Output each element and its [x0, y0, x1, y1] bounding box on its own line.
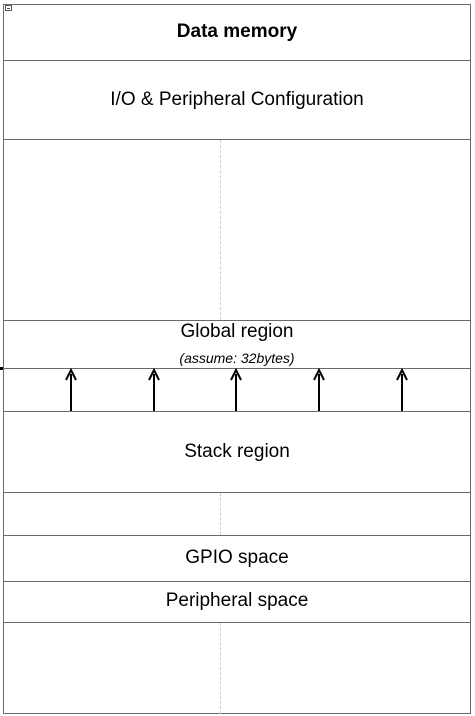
- divider-gpio-bottom: [3, 581, 471, 582]
- center-guide-lower: [220, 623, 221, 714]
- divider-free-space-top: [3, 320, 471, 321]
- up-arrow-icon: [65, 367, 77, 411]
- up-arrow-icon: [313, 367, 325, 411]
- diagram-title: Data memory: [176, 21, 298, 42]
- center-guide-middle: [220, 493, 221, 535]
- global-region-note: (assume: 32bytes): [179, 350, 295, 366]
- up-arrow-icon: [230, 367, 242, 411]
- stack-region-label: Stack region: [184, 441, 290, 462]
- peripheral-space-label: Peripheral space: [165, 590, 309, 611]
- divider-io-config: [3, 139, 471, 140]
- global-region-label: Global region: [180, 321, 294, 342]
- growth-arrows: [65, 367, 408, 411]
- divider-stack-top: [3, 411, 471, 412]
- divider-title: [3, 60, 471, 61]
- divider-gpio-top: [3, 535, 471, 536]
- divider-peripheral-bottom: [3, 622, 471, 623]
- up-arrow-icon: [396, 367, 408, 411]
- divider-global-region: [3, 368, 471, 369]
- center-guide-upper: [220, 140, 221, 320]
- memory-map-frame: [3, 4, 471, 714]
- gpio-space-label: GPIO space: [185, 547, 289, 568]
- collapse-icon[interactable]: [5, 5, 12, 11]
- up-arrow-icon: [148, 367, 160, 411]
- connection-point-marker: [0, 367, 3, 370]
- io-config-label: I/O & Peripheral Configuration: [110, 89, 364, 110]
- divider-stack-bottom: [3, 492, 471, 493]
